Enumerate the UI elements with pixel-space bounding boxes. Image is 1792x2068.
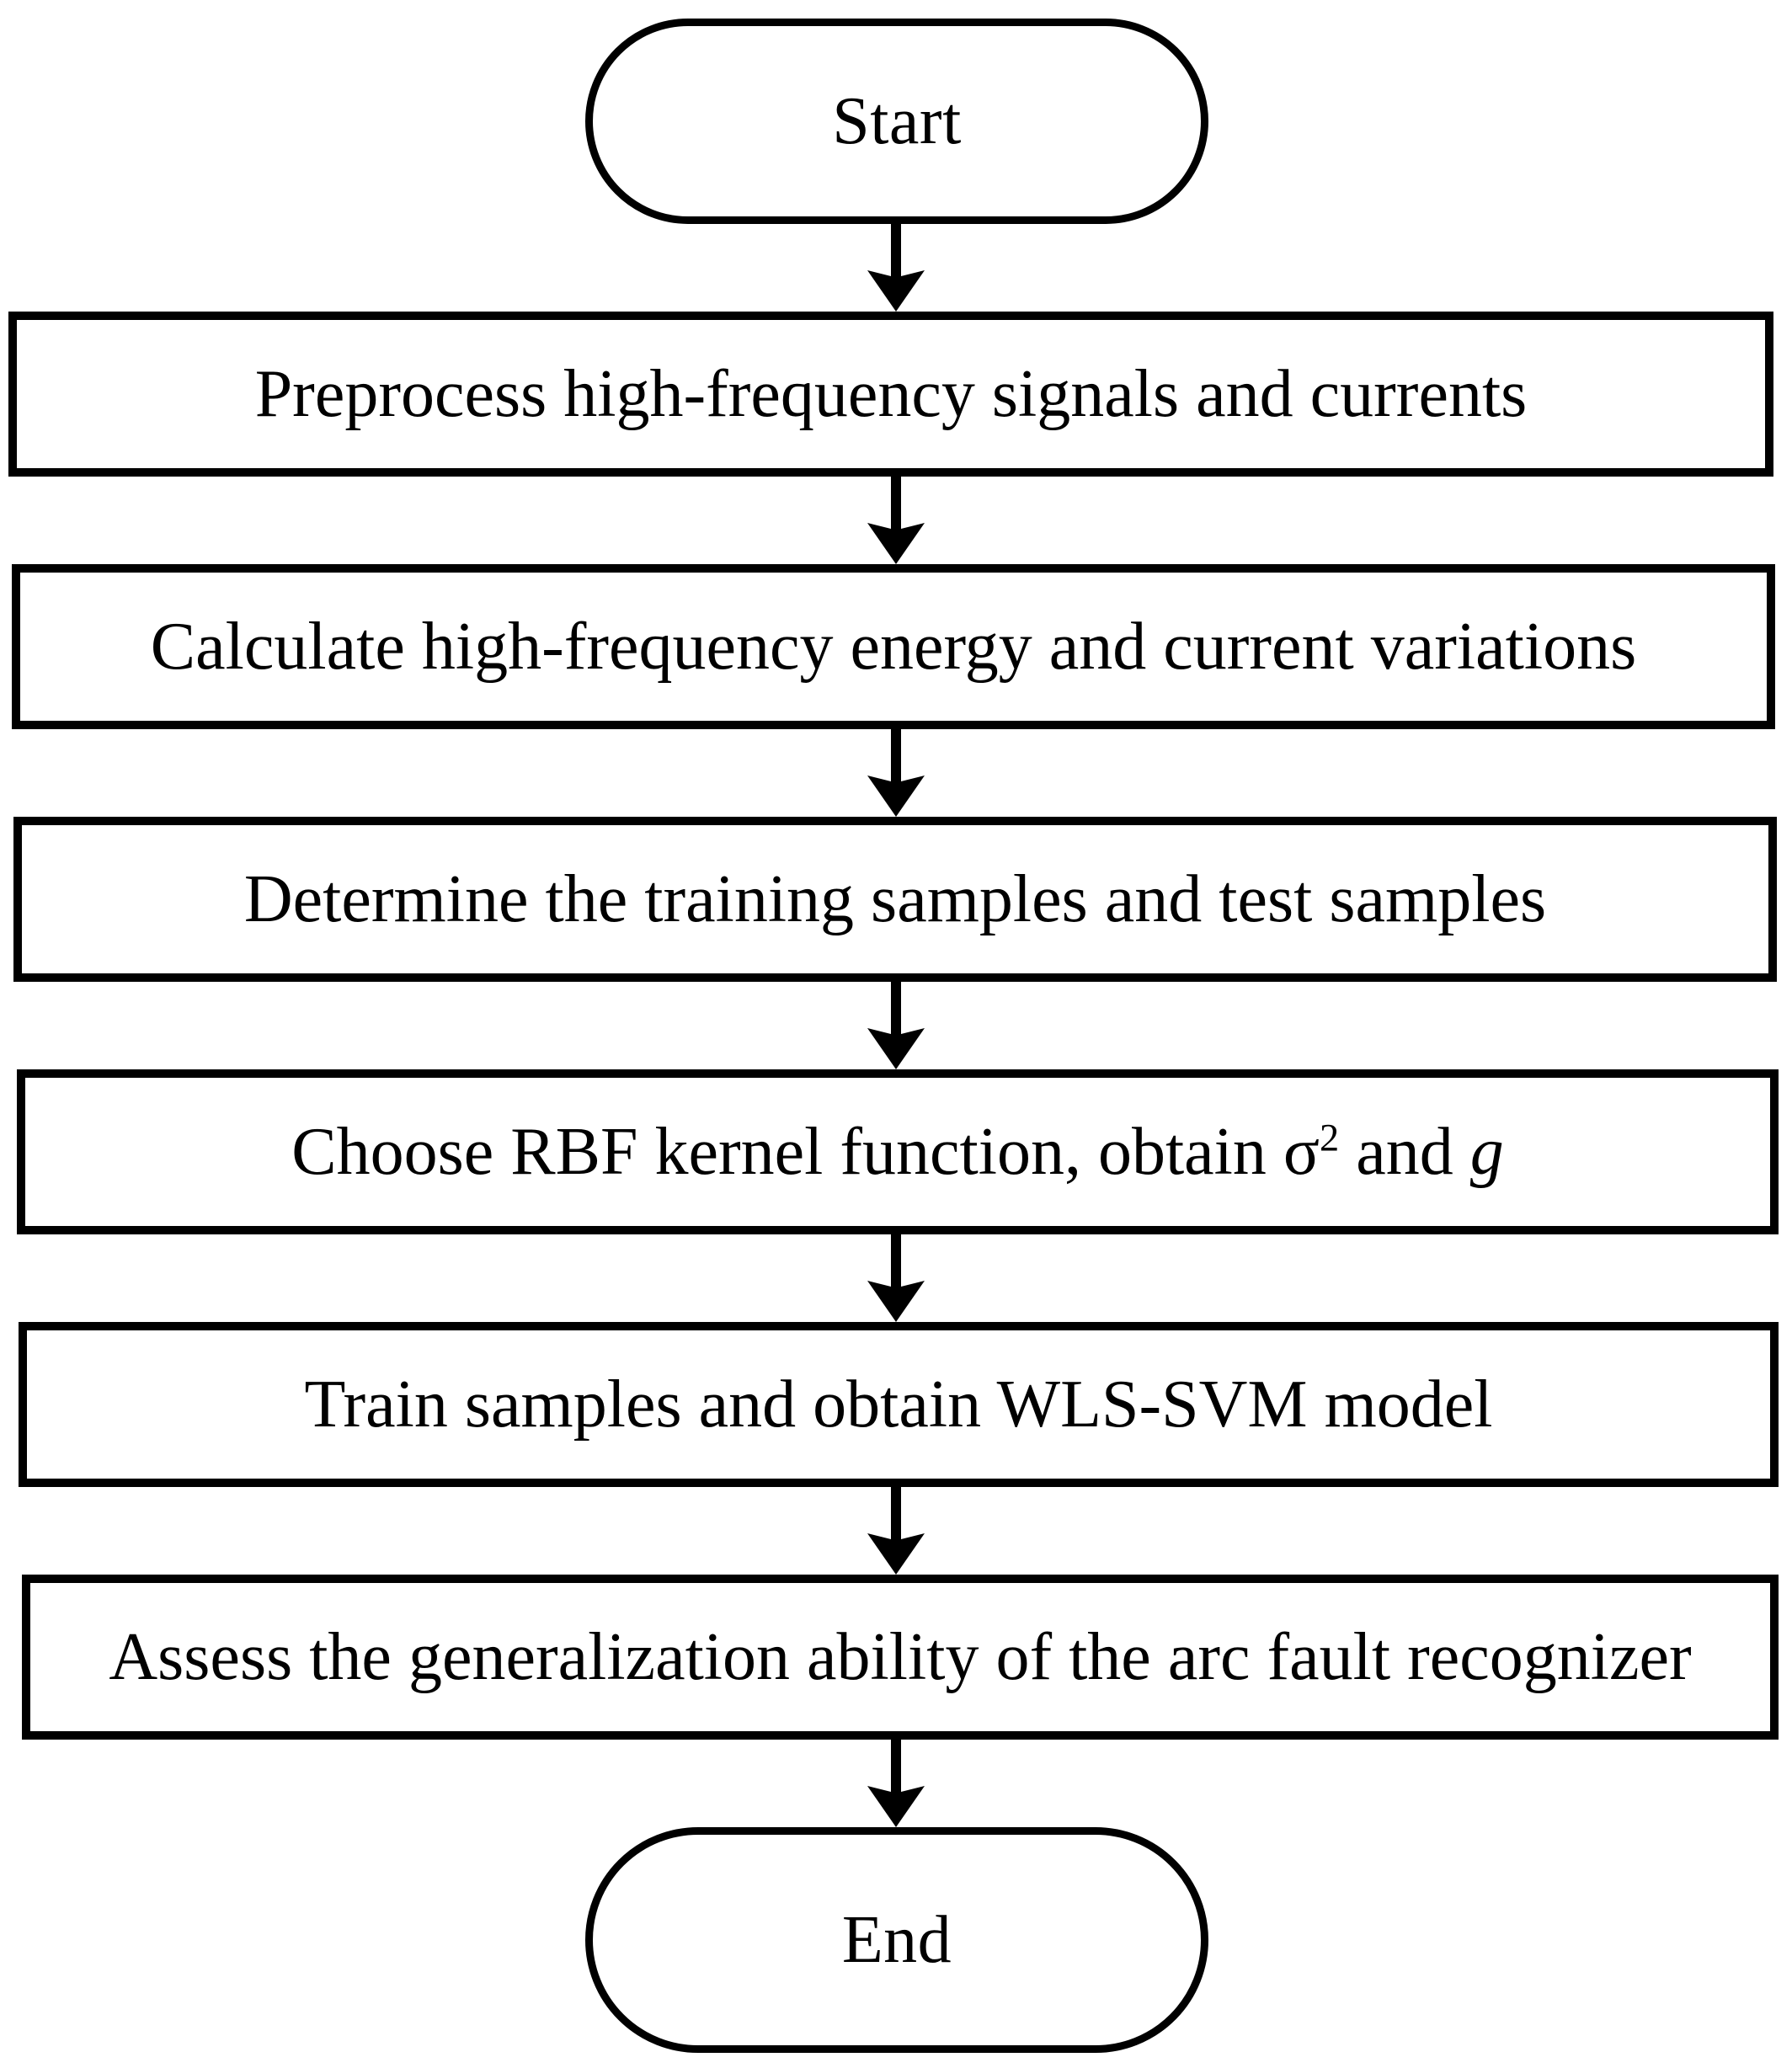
node-start-label: Start bbox=[832, 84, 962, 158]
kernel-sigma-exponent: 2 bbox=[1320, 1117, 1340, 1160]
kernel-label-prefix: Choose RBF kernel function, obtain bbox=[291, 1115, 1283, 1189]
kernel-sigma-symbol: σ bbox=[1283, 1115, 1320, 1189]
node-determine-label: Determine the training samples and test … bbox=[243, 862, 1547, 936]
node-train-label: Train samples and obtain WLS-SVM model bbox=[304, 1367, 1493, 1442]
node-start[interactable]: Start bbox=[585, 19, 1208, 224]
connector-assess-to-end bbox=[867, 1740, 925, 1827]
node-calculate[interactable]: Calculate high-frequency energy and curr… bbox=[12, 564, 1775, 729]
node-end-label: End bbox=[841, 1903, 952, 1977]
node-determine[interactable]: Determine the training samples and test … bbox=[13, 817, 1777, 982]
connector-start-to-preprocess bbox=[867, 224, 925, 312]
node-end[interactable]: End bbox=[585, 1827, 1208, 2053]
node-assess-label: Assess the generalization ability of the… bbox=[109, 1620, 1692, 1694]
node-calculate-label: Calculate high-frequency energy and curr… bbox=[150, 610, 1637, 684]
connector-determine-to-choose-kernel bbox=[867, 982, 925, 1069]
connector-calculate-to-determine bbox=[867, 729, 925, 817]
node-choose-kernel[interactable]: Choose RBF kernel function, obtain σ2 an… bbox=[17, 1069, 1779, 1234]
kernel-label-middle: and bbox=[1339, 1115, 1470, 1189]
connector-choose-kernel-to-train bbox=[867, 1234, 925, 1322]
connector-preprocess-to-calculate bbox=[867, 477, 925, 564]
node-assess[interactable]: Assess the generalization ability of the… bbox=[22, 1575, 1779, 1740]
node-preprocess-label: Preprocess high-frequency signals and cu… bbox=[254, 357, 1528, 431]
kernel-gain-symbol: g bbox=[1469, 1115, 1504, 1189]
node-train[interactable]: Train samples and obtain WLS-SVM model bbox=[19, 1322, 1779, 1487]
node-choose-kernel-label: Choose RBF kernel function, obtain σ2 an… bbox=[291, 1117, 1504, 1187]
node-preprocess[interactable]: Preprocess high-frequency signals and cu… bbox=[8, 312, 1773, 477]
connector-train-to-assess bbox=[867, 1487, 925, 1575]
